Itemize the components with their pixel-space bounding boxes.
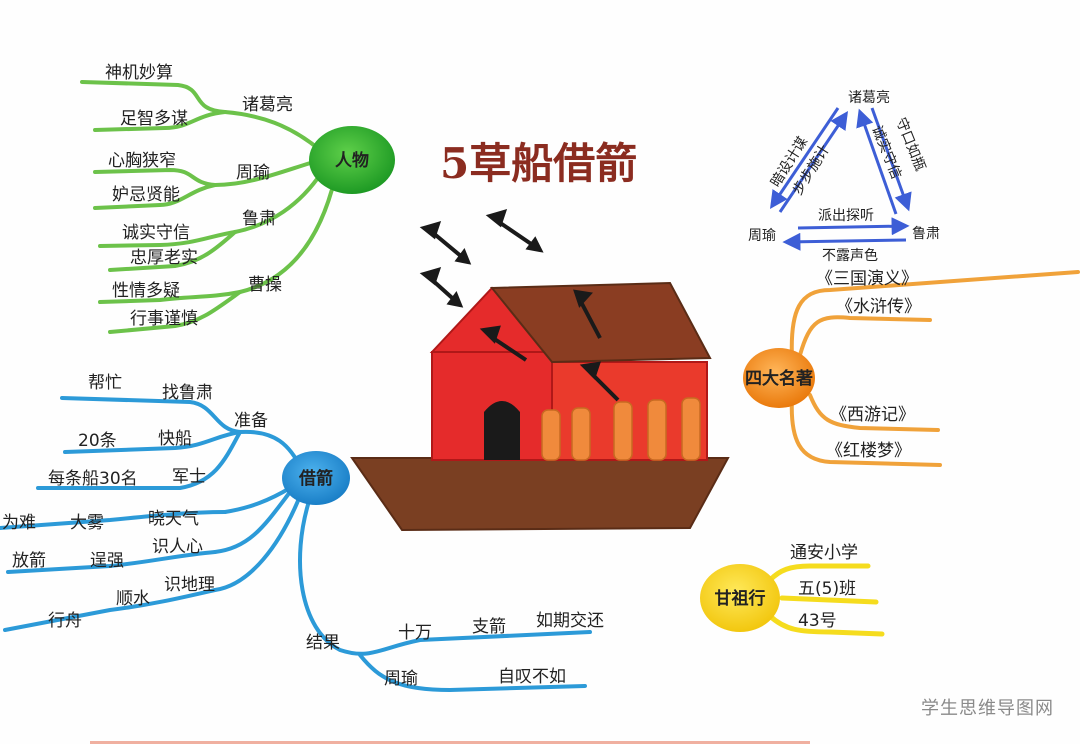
straw-boat-illustration [350, 281, 730, 532]
relationship-triangle [769, 107, 912, 251]
author-detail: 43号 [798, 611, 837, 631]
characters-branch [80, 80, 337, 334]
triangle-edge-label: 派出探听 [818, 208, 874, 224]
condition-factor: 顺水 [116, 589, 150, 609]
paper-edge [90, 741, 810, 744]
result-item: 十万 [398, 623, 432, 643]
page-title: 5草船借箭 [440, 139, 637, 188]
condition-factor: 大雾 [70, 513, 104, 533]
characters-hub [309, 126, 395, 194]
condition-weather: 晓天气 [148, 509, 199, 529]
author-hub [700, 564, 780, 632]
person-name-zhouyu: 周瑜 [236, 163, 270, 183]
result-item: 如期交还 [536, 611, 604, 631]
prepare-item: 找鲁肃 [162, 383, 213, 403]
triangle-node-zhugeliang: 诸葛亮 [848, 89, 890, 106]
classics-hub-label: 四大名著 [745, 368, 813, 389]
trait-label: 忠厚老实 [130, 248, 198, 268]
result-item: 自叹不如 [498, 667, 566, 687]
prepare-item: 军士 [172, 467, 206, 487]
person-name-zhugeliang: 诸葛亮 [242, 95, 293, 115]
result-item: 周瑜 [384, 669, 418, 689]
condition-geography: 识地理 [164, 575, 215, 595]
author-detail: 通安小学 [790, 543, 858, 563]
classics-hub [743, 348, 815, 408]
author-branch [767, 563, 885, 637]
prepare-detail: 帮忙 [88, 373, 122, 393]
condition-factor: 放箭 [12, 551, 46, 571]
trait-label: 行事谨慎 [130, 309, 198, 329]
trait-label: 足智多谋 [120, 109, 188, 129]
condition-people: 识人心 [152, 537, 203, 557]
classic-book: 《红楼梦》 [826, 441, 911, 461]
triangle-node-zhouyu: 周瑜 [748, 228, 776, 244]
prepare-item: 快船 [158, 429, 192, 449]
classic-book: 《三国演义》 [816, 269, 918, 289]
result-label: 结果 [306, 633, 340, 653]
trait-label: 妒忌贤能 [112, 185, 180, 205]
trait-label: 性情多疑 [112, 281, 180, 301]
condition-factor: 逞强 [90, 551, 124, 571]
characters-hub-label: 人物 [335, 150, 369, 171]
flying-arrows [419, 209, 544, 308]
person-name-caocao: 曹操 [248, 275, 282, 295]
prepare-detail: 20条 [78, 431, 117, 451]
classics-branch [789, 270, 1080, 467]
classic-book: 《水浒传》 [836, 297, 921, 317]
author-detail: 五(5)班 [798, 579, 856, 599]
trait-label: 诚实守信 [122, 223, 190, 243]
triangle-node-lusu: 鲁肃 [912, 226, 940, 242]
borrowing-branch [0, 396, 592, 693]
author-name: 甘祖行 [715, 588, 766, 609]
watermark: 学生思维导图网 [921, 698, 1054, 719]
condition-factor: 行舟 [48, 611, 82, 631]
triangle-edge-label: 不露声色 [822, 247, 878, 264]
trait-label: 神机妙算 [105, 63, 173, 83]
prepare-detail: 每条船30名 [48, 469, 138, 489]
condition-factor: 为难 [2, 513, 36, 533]
classic-book: 《西游记》 [830, 405, 915, 425]
person-name-lusu: 鲁肃 [242, 209, 276, 229]
result-item: 支箭 [472, 617, 506, 637]
trait-label: 心胸狭窄 [108, 151, 176, 171]
prepare-label: 准备 [234, 411, 268, 431]
borrowing-hub-label: 借箭 [298, 468, 333, 489]
borrowing-hub [282, 451, 350, 505]
